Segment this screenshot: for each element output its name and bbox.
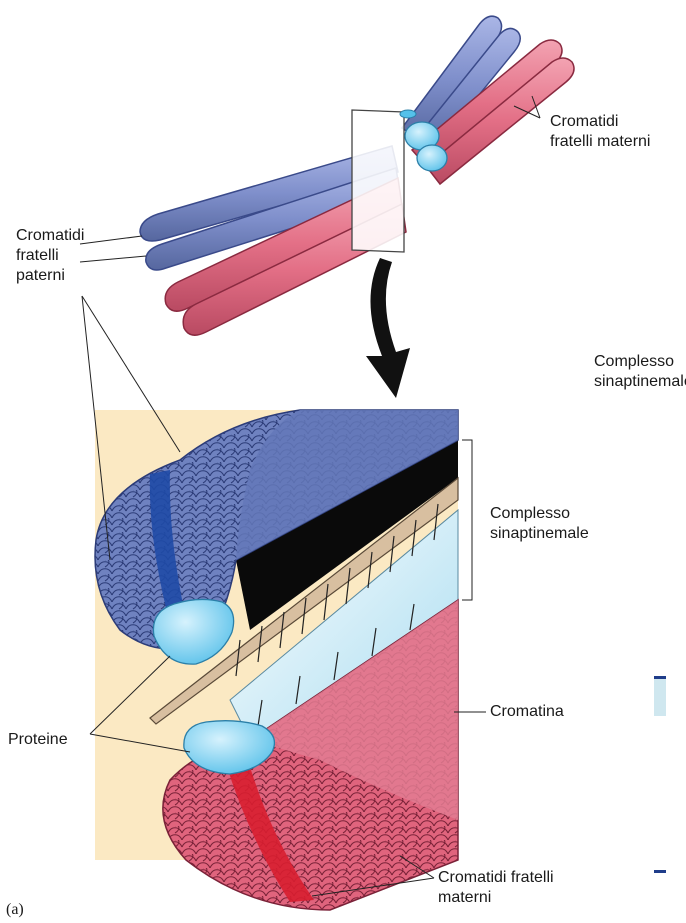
edge-artifact-1 <box>654 676 666 716</box>
centromere-protein-2 <box>417 145 447 171</box>
zoom-arrow-icon <box>366 258 410 398</box>
label-chromatin: Cromatina <box>490 702 564 722</box>
centromere-protein-3 <box>400 110 416 118</box>
label-complex-cut: Complesso sinaptinemale <box>594 352 686 392</box>
panel-label: (a) <box>6 900 24 920</box>
label-complex: Complesso sinaptinemale <box>490 504 589 544</box>
label-maternal-top: Cromatidi fratelli materni <box>550 112 650 152</box>
edge-artifact-2 <box>654 870 666 873</box>
label-proteins: Proteine <box>8 730 68 750</box>
section-plane <box>352 110 404 252</box>
chromosome-pair <box>140 16 574 335</box>
label-paternal: Cromatidi fratelli paterni <box>16 226 84 286</box>
label-maternal-bottom: Cromatidi fratelli materni <box>438 868 554 908</box>
